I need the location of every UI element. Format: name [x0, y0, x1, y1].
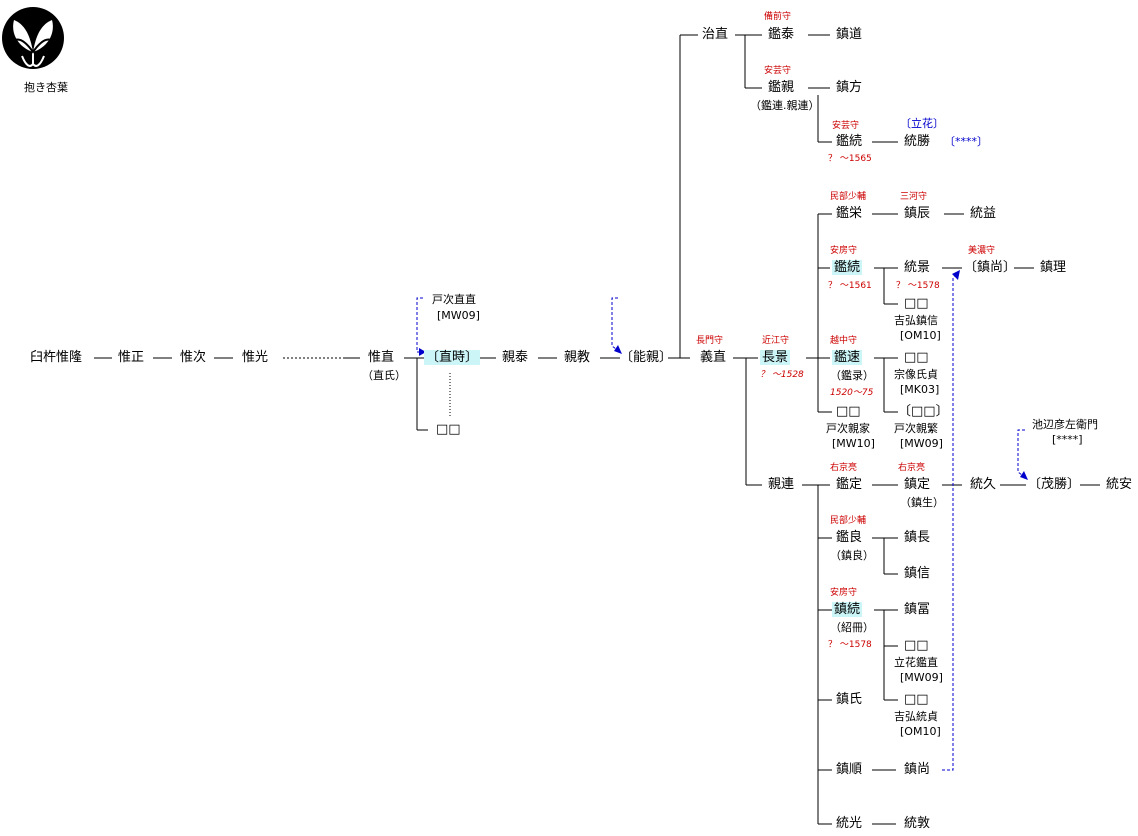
person-totsugi-naonao: 戸次直直	[432, 293, 476, 306]
person-unknown-d: □□	[836, 404, 861, 419]
person-shigekatsu: 〔茂勝〕	[1028, 477, 1081, 492]
person-akiyoshi: 鑑良	[836, 530, 863, 545]
person-yoshichika: 〔能親〕	[620, 350, 673, 365]
person-muneyasu: 統安	[1106, 477, 1133, 492]
person-ikebe: 池辺彦左衛門	[1032, 418, 1098, 431]
code-om10-a: [OM10]	[900, 329, 941, 342]
person-koremasa: 惟正	[118, 350, 145, 365]
person-akimune-a: 鑑続	[836, 134, 863, 149]
person-shigesada-alt: （鎮生）	[900, 496, 944, 509]
title-mino: 美濃守	[968, 246, 996, 256]
title-bizen: 備前守	[764, 12, 792, 22]
person-yoshihiro-shigenobu: 吉弘鎮信	[894, 314, 938, 327]
person-chikatsura: 親連	[768, 477, 795, 492]
title-awa-a: 安房守	[830, 246, 858, 256]
title-awa-b: 安房守	[830, 588, 858, 598]
title-ukyo-b: 右京亮	[898, 463, 926, 473]
person-munehisa: 統久	[970, 477, 997, 492]
person-unknown-f: □□	[904, 638, 929, 653]
title-aki-b: 安芸守	[832, 121, 860, 131]
title-aki-a: 安芸守	[764, 66, 792, 76]
person-munemasu: 統益	[970, 206, 997, 221]
person-chikayasu: 親泰	[502, 350, 529, 365]
code-mw09-b: [MW09]	[900, 671, 943, 684]
date-shigemune: ？ 〜1578	[828, 640, 872, 650]
code-mw09-top: [MW09]	[437, 309, 480, 322]
person-shigeuji: 鎮氏	[836, 692, 863, 707]
person-shigenobu: 鎮信	[904, 566, 931, 581]
person-akiyasu: 鑑泰	[768, 27, 795, 42]
person-totsugi-chikashige: 戸次親繁	[894, 422, 938, 435]
person-tachibana-akinao: 立花鑑直	[894, 656, 938, 669]
person-chikanori: 親教	[564, 350, 591, 365]
person-totsugi-chikaie: 戸次親家	[826, 422, 870, 435]
person-yoshihiro-munesada: 吉弘統貞	[894, 710, 938, 723]
person-naotoki: 〔直時〕	[424, 350, 481, 365]
code-mw09-a: [MW09]	[900, 437, 943, 450]
person-koremitsu: 惟光	[242, 350, 269, 365]
person-munekatsu: 統勝	[904, 134, 931, 149]
date-akimune-b: ？ 〜1561	[828, 281, 872, 291]
title-omi: 近江守	[762, 336, 790, 346]
person-unknown-e: 〔□□〕	[898, 404, 949, 419]
title-nagato: 長門守	[696, 336, 724, 346]
code-stars-b: [****]	[1052, 433, 1083, 446]
person-usukine: 臼杵惟隆	[30, 350, 83, 365]
person-shigekata: 鎮方	[836, 80, 863, 95]
person-shigemichi: 鎮道	[836, 27, 863, 42]
person-unknown-c: □□	[904, 350, 929, 365]
person-akihide: 鑑栄	[836, 206, 863, 221]
person-akiyoshi-alt: （鎮良）	[830, 549, 874, 562]
title-mikawa: 三河守	[900, 192, 928, 202]
person-nagakage: 長景	[760, 350, 791, 365]
date-nagakage: ？ 〜1528	[760, 370, 804, 380]
apricot-leaf-crest-icon	[2, 7, 64, 69]
person-korenao-alt: （直氏）	[362, 369, 406, 382]
code-mk03: [MK03]	[900, 383, 940, 396]
person-shigesada: 鎮定	[904, 477, 931, 492]
person-akichika: 鑑親	[768, 80, 795, 95]
person-akimune-b: 鑑続	[832, 260, 863, 275]
title-minbu-b: 民部少輔	[830, 516, 867, 526]
date-akimune-a: ？ 〜1565	[828, 154, 872, 164]
person-koretsugu: 惟次	[180, 350, 207, 365]
person-shigeyori: 鎮順	[836, 762, 863, 777]
date-munekage: ？ 〜1578	[896, 281, 940, 291]
person-shigehisa-b: 鎮尚	[904, 762, 931, 777]
title-echu: 越中守	[830, 336, 858, 346]
person-akisada: 鑑定	[836, 477, 863, 492]
person-korenao: 惟直	[368, 350, 395, 365]
person-shigemune: 鎮続	[832, 602, 863, 617]
person-unknown-g: □□	[904, 692, 929, 707]
date-akihaya: 1520〜75	[830, 388, 874, 398]
code-mw10: [MW10]	[832, 437, 875, 450]
person-shigetoki: 鎮辰	[904, 206, 931, 221]
person-shigehisa-a: 〔鎮尚〕	[964, 260, 1017, 275]
person-akihaya-alt: （鑑录）	[830, 369, 874, 382]
person-shigemasa: 鎮理	[1040, 260, 1067, 275]
person-yoshinao: 義直	[700, 350, 727, 365]
person-munemitsu: 統光	[836, 816, 863, 831]
person-shigemune-alt: （紹冊）	[830, 621, 874, 634]
crest-label: 抱き杏葉	[24, 81, 68, 94]
person-akichika-alt: （鑑連.親連）	[750, 99, 820, 112]
title-ukyo-a: 右京亮	[830, 463, 858, 473]
person-munakata: 宗像氏貞	[894, 368, 938, 381]
person-stars-a: 〔****〕	[944, 135, 988, 148]
person-muneatsu: 統敦	[904, 816, 931, 831]
code-om10-b: [OM10]	[900, 725, 941, 738]
person-akihaya: 鑑速	[832, 350, 863, 365]
person-harunao: 治直	[702, 27, 729, 42]
person-unknown-a: □□	[436, 422, 461, 437]
person-shigetomi: 鎮冨	[904, 602, 931, 617]
person-unknown-b: □□	[904, 296, 929, 311]
title-minbu-a: 民部少輔	[830, 192, 867, 202]
person-shigenaga: 鎮長	[904, 530, 931, 545]
person-tachibana: 〔立花〕	[900, 117, 944, 130]
person-munekage: 統景	[904, 260, 931, 275]
